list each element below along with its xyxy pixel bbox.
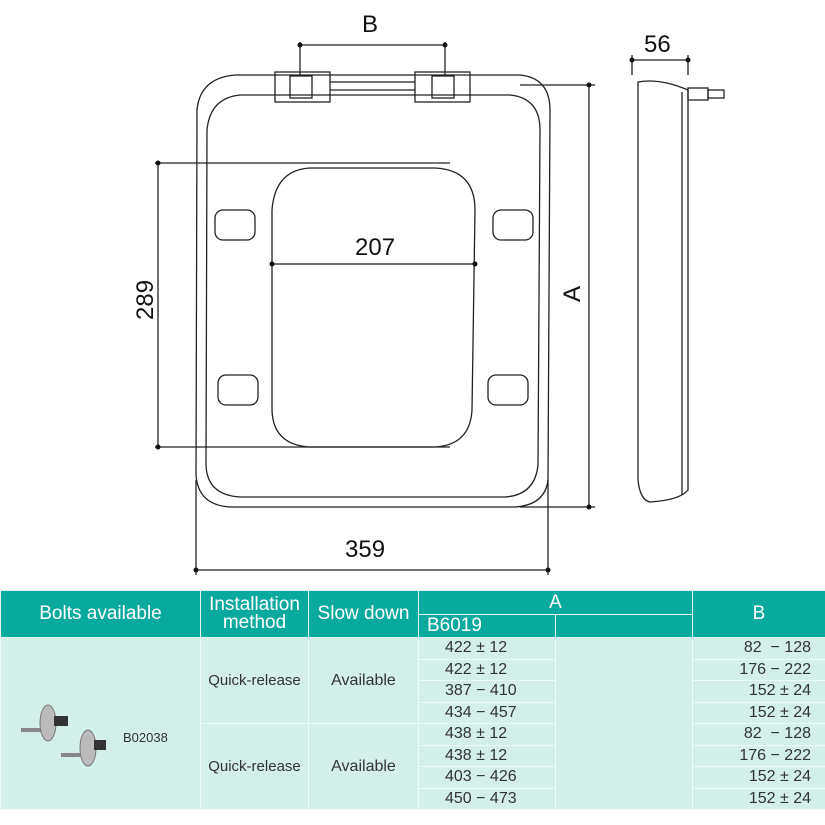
a-value-cell: 387 − 410: [418, 680, 556, 703]
a-value-cell: 422 ± 12: [418, 637, 556, 660]
dim-289-label: 289: [132, 280, 159, 320]
header-installation: Installation method: [200, 590, 309, 638]
a-value-cell: 438 ± 12: [418, 744, 556, 767]
header-a: A: [418, 590, 693, 615]
installation-cell: Quick-release: [200, 637, 309, 724]
table-row: 403 − 426 152 ± 24: [1, 766, 825, 789]
lid-opening: [271, 167, 476, 448]
table-row: 387 − 410 152 ± 24: [1, 680, 825, 703]
dim-b-label: B: [362, 11, 378, 38]
a-value-cell: 422 ± 12: [418, 658, 556, 681]
side-profile: [637, 80, 689, 503]
hinge-left: [274, 71, 331, 103]
b-value-cell: 176 − 222: [692, 744, 825, 767]
table-row: 422 ± 12 176 − 222: [1, 658, 825, 681]
hinge-right: [414, 71, 471, 103]
header-a-empty: [555, 614, 693, 638]
b-value-cell: 82 − 128: [692, 723, 825, 746]
header-b: B: [692, 590, 825, 638]
dim-207-label: 207: [355, 234, 395, 261]
header-slow-down: Slow down: [308, 590, 419, 638]
a-empty-cell: [555, 637, 693, 810]
b-value-cell: 82 − 128: [692, 637, 825, 660]
b-value-cell: 152 ± 24: [692, 787, 825, 810]
table-row: 434 − 457 152 ± 24: [1, 701, 825, 724]
slow-down-cell: Available: [308, 637, 419, 724]
seat-inner-outline: [205, 94, 541, 498]
a-value-cell: 434 − 457: [418, 701, 556, 724]
spec-table: Bolts available Installation method Slow…: [0, 590, 825, 810]
installation-cell: Quick-release: [200, 723, 309, 810]
dim-359-label: 359: [345, 536, 385, 563]
a-value-cell: 438 ± 12: [418, 723, 556, 746]
table-row: 450 − 473 152 ± 24: [1, 787, 825, 810]
slow-down-cell: Available: [308, 723, 419, 810]
buffer-top-left: [214, 209, 256, 241]
dim-a-label: A: [559, 286, 586, 302]
a-value-cell: 403 − 426: [418, 766, 556, 789]
technical-drawing: B 56 207 289 A 359: [132, 11, 725, 575]
seat-outline: [195, 74, 551, 508]
header-bolts: Bolts available: [0, 590, 201, 638]
buffer-bottom-left: [217, 374, 259, 406]
buffer-bottom-right: [487, 374, 529, 406]
bolt-image: [21, 704, 106, 767]
b-value-cell: 176 − 222: [692, 658, 825, 681]
table-row: 438 ± 12 176 − 222: [1, 744, 825, 767]
b-value-cell: 152 ± 24: [692, 701, 825, 724]
dim-56-label: 56: [644, 31, 671, 58]
b-value-cell: 152 ± 24: [692, 680, 825, 703]
a-value-cell: 450 − 473: [418, 787, 556, 810]
bolt-code: B02038: [123, 730, 168, 745]
bolts-cell: B02038: [0, 637, 201, 810]
buffer-top-right: [492, 209, 534, 241]
b-value-cell: 152 ± 24: [692, 766, 825, 789]
header-a-model: B6019: [418, 614, 556, 638]
